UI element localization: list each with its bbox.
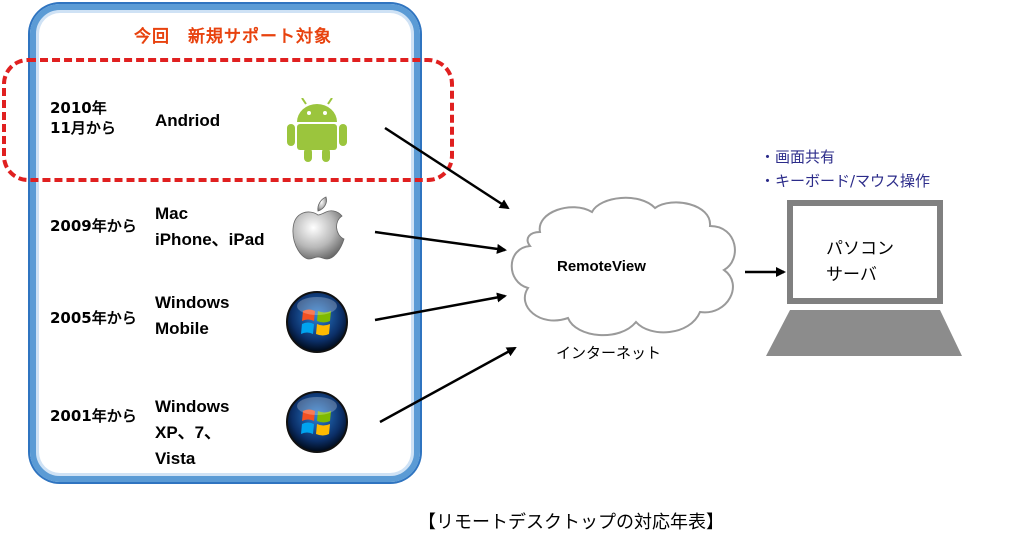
internet-cloud [510, 196, 736, 336]
internet-caption: インターネット [556, 344, 662, 362]
pc-label-line1: パソコン [826, 239, 894, 259]
os-line2: Mobile [155, 319, 209, 338]
since-line1: 2005年から [50, 309, 137, 327]
os-line1: Windows [155, 293, 230, 312]
os-line2: iPhone、iPad [155, 230, 265, 249]
os-line2: XP、7、 [155, 423, 222, 442]
feature-list: ・画面共有 ・キーボード/マウス操作 [760, 145, 930, 193]
pc-label: パソコン サーバ [826, 236, 894, 288]
os-line1: Andriod [155, 111, 221, 130]
since-line1: 2010年 [50, 99, 107, 117]
figure-caption: 【リモートデスクトップの対応年表】 [418, 512, 724, 533]
windows-orb-icon [286, 391, 348, 453]
row-winmobile-since: 2005年から [50, 308, 137, 328]
row-windows-since: 2001年から [50, 406, 137, 426]
row-mac-os: Mac iPhone、iPad [155, 201, 265, 253]
pc-keyboard [766, 310, 962, 356]
windows-orb-icon [286, 291, 348, 353]
row-android-os: Andriod [155, 108, 220, 134]
supported-os-panel [30, 4, 420, 482]
row-windows-os: Windows XP、7、 Vista [155, 394, 229, 472]
since-line2: 11月から [50, 119, 116, 137]
os-line1: Mac [155, 204, 189, 223]
panel-title: 今回 新規サポート対象 [134, 27, 332, 47]
pc-screen [787, 200, 943, 304]
arrow-windows [379, 346, 517, 424]
row-mac-since: 2009年から [50, 216, 137, 236]
row-android-since: 2010年 11月から [50, 98, 116, 138]
since-line1: 2001年から [50, 407, 137, 425]
arrow-android [384, 126, 510, 210]
since-line1: 2009年から [50, 217, 137, 235]
new-support-highlight [2, 58, 454, 182]
apple-logo-icon [292, 196, 345, 260]
arrow-mac [374, 230, 507, 254]
feature-screen-share: ・画面共有 [760, 148, 836, 166]
android-robot-icon [287, 98, 347, 162]
pc-label-line2: サーバ [826, 265, 877, 285]
os-line1: Windows [155, 397, 230, 416]
cloud-label: RemoteView [557, 258, 646, 275]
os-line3: Vista [155, 449, 196, 468]
feature-keyboard-mouse: ・キーボード/マウス操作 [760, 172, 931, 190]
arrow-winmobile [374, 292, 507, 322]
row-winmobile-os: Windows Mobile [155, 290, 229, 342]
